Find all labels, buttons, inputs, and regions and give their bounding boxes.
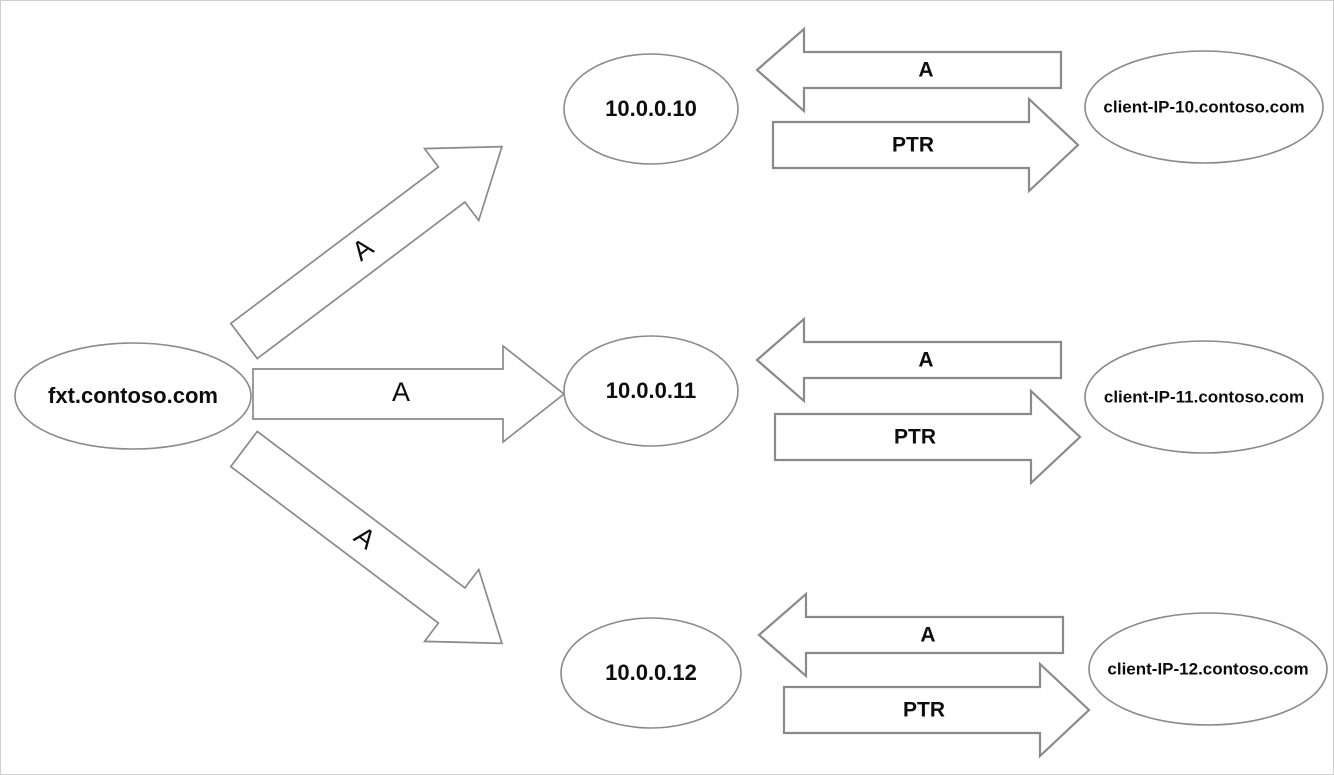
node-ip-11-label: 10.0.0.11 [606, 378, 697, 403]
arrow-fxt-to-ip-11[interactable]: A [252, 344, 566, 444]
arrow-a-record-10-shape [755, 26, 1063, 114]
node-ip-12-ellipse [560, 617, 742, 729]
arrow-fxt-to-ip-12-shape [229, 430, 504, 645]
arrow-a-record-12-label: A [920, 624, 935, 647]
node-ip-12-label: 10.0.0.12 [605, 660, 697, 685]
node-client-12[interactable]: client-IP-12.contoso.com [1088, 612, 1328, 726]
node-client-11-ellipse [1084, 340, 1324, 454]
node-client-12-ellipse [1088, 612, 1328, 726]
node-client-11-label: client-IP-11.contoso.com [1104, 387, 1304, 406]
node-client-10[interactable]: client-IP-10.contoso.com [1084, 50, 1324, 164]
node-ip-10-label: 10.0.0.10 [605, 96, 697, 121]
arrow-ptr-record-11-shape [773, 388, 1082, 486]
arrow-ptr-record-12[interactable]: PTR [782, 661, 1091, 759]
arrow-a-record-11-label: A [918, 349, 933, 372]
arrow-fxt-to-ip-12[interactable]: A [217, 413, 529, 679]
node-client-10-ellipse [1084, 50, 1324, 164]
node-ip-11-ellipse [563, 335, 739, 447]
node-fxt-label: fxt.contoso.com [48, 383, 218, 408]
node-ip-10-ellipse [563, 53, 739, 165]
arrow-fxt-to-ip-10-shape [229, 145, 504, 360]
node-client-10-label: client-IP-10.contoso.com [1103, 97, 1304, 116]
arrow-a-record-12-shape [757, 591, 1065, 679]
arrow-a-record-12[interactable]: A [757, 591, 1065, 679]
arrow-ptr-record-10-shape [771, 96, 1080, 194]
arrow-ptr-record-11-label: PTR [894, 426, 936, 449]
node-client-11[interactable]: client-IP-11.contoso.com [1084, 340, 1324, 454]
arrow-a-record-11-shape [755, 316, 1063, 404]
arrow-fxt-to-ip-11-shape [252, 344, 566, 444]
node-ip-11[interactable]: 10.0.0.11 [563, 335, 739, 447]
node-fxt[interactable]: fxt.contoso.com [14, 342, 252, 450]
arrow-a-record-10[interactable]: A [755, 26, 1063, 114]
arrow-a-record-11[interactable]: A [755, 316, 1063, 404]
arrow-a-record-10-label: A [918, 59, 933, 82]
arrow-ptr-record-12-label: PTR [903, 699, 945, 722]
node-client-12-label: client-IP-12.contoso.com [1107, 659, 1308, 678]
node-ip-10[interactable]: 10.0.0.10 [563, 53, 739, 165]
arrow-fxt-to-ip-11-label: A [392, 377, 410, 407]
node-ip-12[interactable]: 10.0.0.12 [560, 617, 742, 729]
arrow-ptr-record-11[interactable]: PTR [773, 388, 1082, 486]
arrow-ptr-record-10-label: PTR [892, 134, 934, 157]
node-fxt-ellipse [14, 342, 252, 450]
arrow-ptr-record-12-shape [782, 661, 1091, 759]
arrow-fxt-to-ip-10[interactable]: A [217, 111, 529, 377]
arrow-ptr-record-10[interactable]: PTR [771, 96, 1080, 194]
